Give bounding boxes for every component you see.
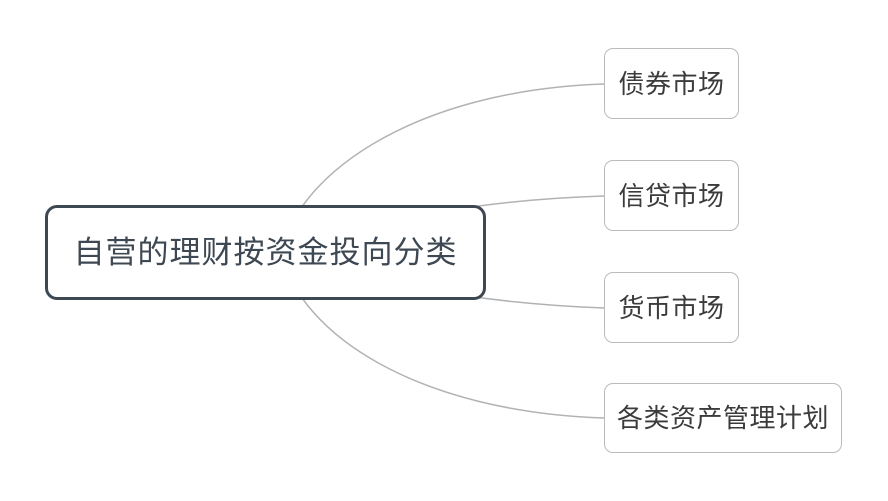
child-node-label: 债券市场 xyxy=(618,68,725,99)
root-node[interactable]: 自营的理财按资金投向分类 xyxy=(45,205,486,300)
child-node-money-market[interactable]: 货币市场 xyxy=(604,272,739,343)
child-node-label: 各类资产管理计划 xyxy=(616,403,829,433)
child-node-bond-market[interactable]: 债券市场 xyxy=(604,48,739,119)
child-node-label: 货币市场 xyxy=(618,292,725,323)
child-node-asset-management-plans[interactable]: 各类资产管理计划 xyxy=(604,383,842,453)
child-node-credit-market[interactable]: 信贷市场 xyxy=(604,160,739,231)
child-node-label: 信贷市场 xyxy=(618,180,725,211)
root-node-label: 自营的理财按资金投向分类 xyxy=(73,235,458,270)
